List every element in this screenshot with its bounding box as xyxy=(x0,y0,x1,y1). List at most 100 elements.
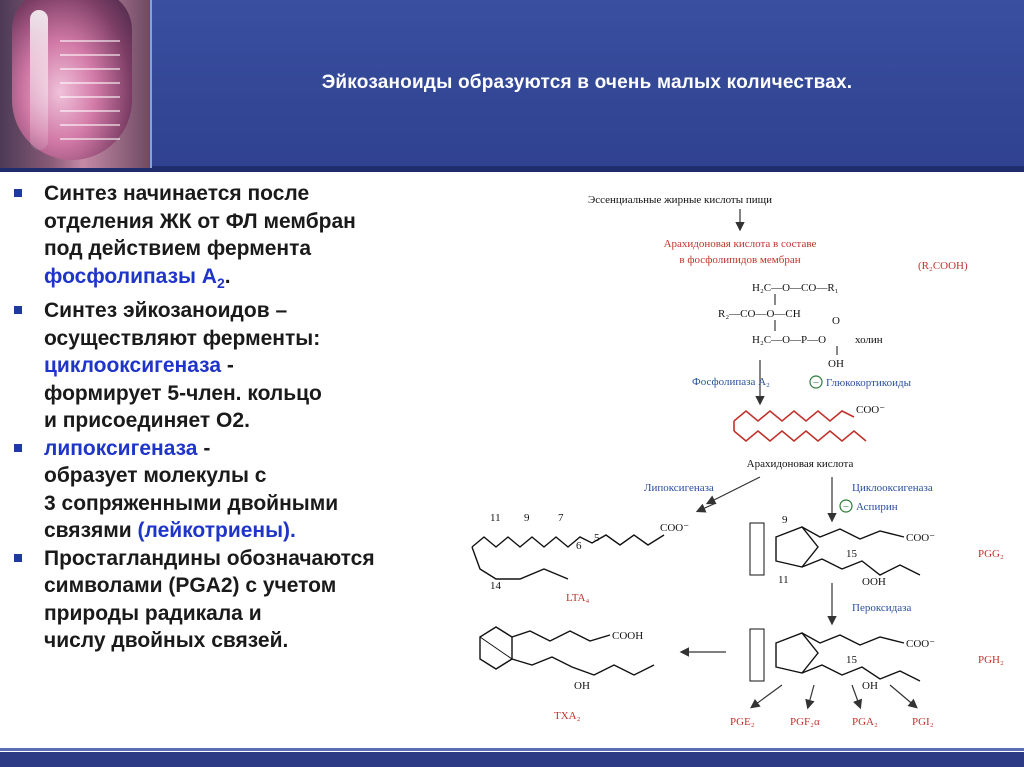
pgi2-label: PGI₂ xyxy=(912,716,934,728)
bullet-line: отделения ЖК от ФЛ мембран xyxy=(44,209,356,233)
flask-graduations xyxy=(60,40,120,140)
enzyme-term: липоксигеназа xyxy=(44,436,198,460)
arrow xyxy=(805,684,815,710)
carbon-14: 14 xyxy=(490,580,502,592)
pgf2a-label: PGF₂α xyxy=(790,716,820,728)
pgh2-endoperoxide xyxy=(749,628,765,682)
pge2-label: PGE₂ xyxy=(730,716,755,728)
pgg2-coo: COO⁻ xyxy=(906,532,935,544)
header-divider xyxy=(150,0,152,168)
lta4-label: LTA₄ xyxy=(566,592,589,604)
pgh2-ring xyxy=(775,632,819,674)
txa2-bridge xyxy=(479,636,513,660)
bullet-line: Синтез эйкозаноидов – xyxy=(44,299,288,323)
pgh2-lower-chain xyxy=(801,664,921,682)
carbon-11: 11 xyxy=(490,512,501,524)
arachidonic-chain-bottom xyxy=(733,429,867,443)
flask-shine xyxy=(30,10,48,150)
bullet-line: образует молекулы с xyxy=(44,464,267,488)
glucocorticoids-label: Глюкокортикоиды xyxy=(826,377,912,389)
carbon-7: 7 xyxy=(558,512,564,524)
pga2-label: PGA₂ xyxy=(852,716,878,728)
arachidonic-chain-top xyxy=(733,409,855,423)
bullet-line: символами (PGA2) с учетом xyxy=(44,574,337,598)
arrow xyxy=(889,684,918,709)
txa2-lower-chain xyxy=(511,656,655,676)
bullet-list: Синтез начинается после отделения ЖК от … xyxy=(8,180,468,655)
bullet-line: циклооксигеназа - xyxy=(44,352,468,380)
phosphate-oh: OH xyxy=(828,358,844,370)
header-band xyxy=(0,166,1024,172)
bullet-line: Простагландины обозначаются xyxy=(44,546,375,570)
bullet-item: Простагландины обозначаются символами (P… xyxy=(8,545,468,655)
r2cooh-label: (R₂COOH) xyxy=(918,260,968,272)
bullet-square-icon xyxy=(14,189,22,197)
enzyme-term: фосфолипазы А xyxy=(44,264,217,288)
pgg2-label: PGG₂ xyxy=(978,548,1004,560)
bullet-line: фосфолипазы А2. xyxy=(44,263,468,298)
inhibition-icon xyxy=(839,499,853,513)
punctuation: - xyxy=(221,354,234,378)
bullet-square-icon xyxy=(14,553,22,562)
enzyme-subscript: 2 xyxy=(216,274,225,291)
arachidonic-acid-label: Арахидоновая кислота xyxy=(747,458,854,470)
r1-row: H₂C—O—CO—R₁ xyxy=(752,282,839,294)
pgg2-upper-chain xyxy=(801,526,905,540)
arrow xyxy=(695,502,717,513)
bullet-line: липоксигеназа - xyxy=(44,435,468,463)
essential-fatty-acids-label: Эссенциальные жирные кислоты пищи xyxy=(588,194,772,206)
pgg2-lower-chain xyxy=(801,558,921,576)
bullet-line: Синтез начинается после xyxy=(44,182,310,205)
carbon-5: 5 xyxy=(594,532,600,544)
pgh2-upper-chain xyxy=(801,632,905,646)
arachidonic-coo: COO⁻ xyxy=(856,404,885,416)
leukotrienes-term: (лейкотриены). xyxy=(137,519,296,543)
choline-label: холин xyxy=(855,334,883,346)
bullet-line: 3 сопряженными двойными xyxy=(44,491,339,515)
lta4-coo: COO⁻ xyxy=(660,522,689,534)
bullet-square-icon xyxy=(14,306,22,315)
bullet-line: осуществляют ферменты: xyxy=(44,326,321,350)
bullet-item: Синтез начинается после отделения ЖК от … xyxy=(8,180,468,297)
punctuation: . xyxy=(224,264,231,288)
phospholipase-label: Фосфолипаза А₂ xyxy=(692,376,770,388)
phosphate-o: O xyxy=(832,315,840,327)
carbon-9: 9 xyxy=(524,512,530,524)
pgg2-ring xyxy=(775,526,819,568)
footer-bar xyxy=(0,752,1024,767)
phosphate-row: H₂C—O—P—O xyxy=(752,334,826,346)
cyclooxygenase-label: Циклооксигеназа xyxy=(852,482,933,494)
inhibition-minus: − xyxy=(843,501,849,513)
arrow xyxy=(851,684,863,710)
bullet-line: формирует 5-член. кольцо xyxy=(44,381,322,405)
pgg2-ooh: OOH xyxy=(862,576,886,588)
punctuation: - xyxy=(197,436,211,460)
txa2-cooh: COOH xyxy=(612,630,643,642)
aspirin-label: Аспирин xyxy=(856,501,898,513)
bullet-line: связями (лейкотриены). xyxy=(44,517,468,545)
bullet-line: природы радикала и xyxy=(44,601,262,625)
bullet-item: липоксигеназа - образует молекулы с 3 со… xyxy=(8,435,468,545)
bullet-square-icon xyxy=(14,443,22,452)
txa2-oh: OH xyxy=(574,680,590,692)
lta4-tail xyxy=(471,546,569,580)
pgg2-c11: 11 xyxy=(778,574,789,586)
bullet-item: Синтез эйкозаноидов – осуществляют ферме… xyxy=(8,297,468,435)
arachidonic-membrane-label-2: в фосфолипидов мембран xyxy=(679,254,800,266)
pgh2-label: PGH₂ xyxy=(978,654,1004,666)
pgh2-coo: COO⁻ xyxy=(906,638,935,650)
lipoxygenase-label: Липоксигеназа xyxy=(644,482,714,494)
pgh2-c15: 15 xyxy=(846,654,858,666)
eicosanoid-synthesis-diagram: Эссенциальные жирные кислоты пищи Арахид… xyxy=(471,194,1004,728)
txa2-upper-chain xyxy=(511,630,611,642)
footer-accent xyxy=(0,748,1024,751)
pgg2-c9: 9 xyxy=(782,514,788,526)
bullet-line: и присоединяет О2. xyxy=(44,409,250,433)
enzyme-term: циклооксигеназа xyxy=(44,354,222,378)
arrow xyxy=(750,684,783,709)
arachidonic-membrane-label: Арахидоновая кислота в составе xyxy=(664,238,817,250)
pgg2-c15: 15 xyxy=(846,548,858,560)
slide-title: Эйкозаноиды образуются в очень малых кол… xyxy=(321,72,853,93)
arrow-to-lipoxygenase xyxy=(705,476,761,505)
bullet-line: числу двойных связей. xyxy=(44,629,289,653)
